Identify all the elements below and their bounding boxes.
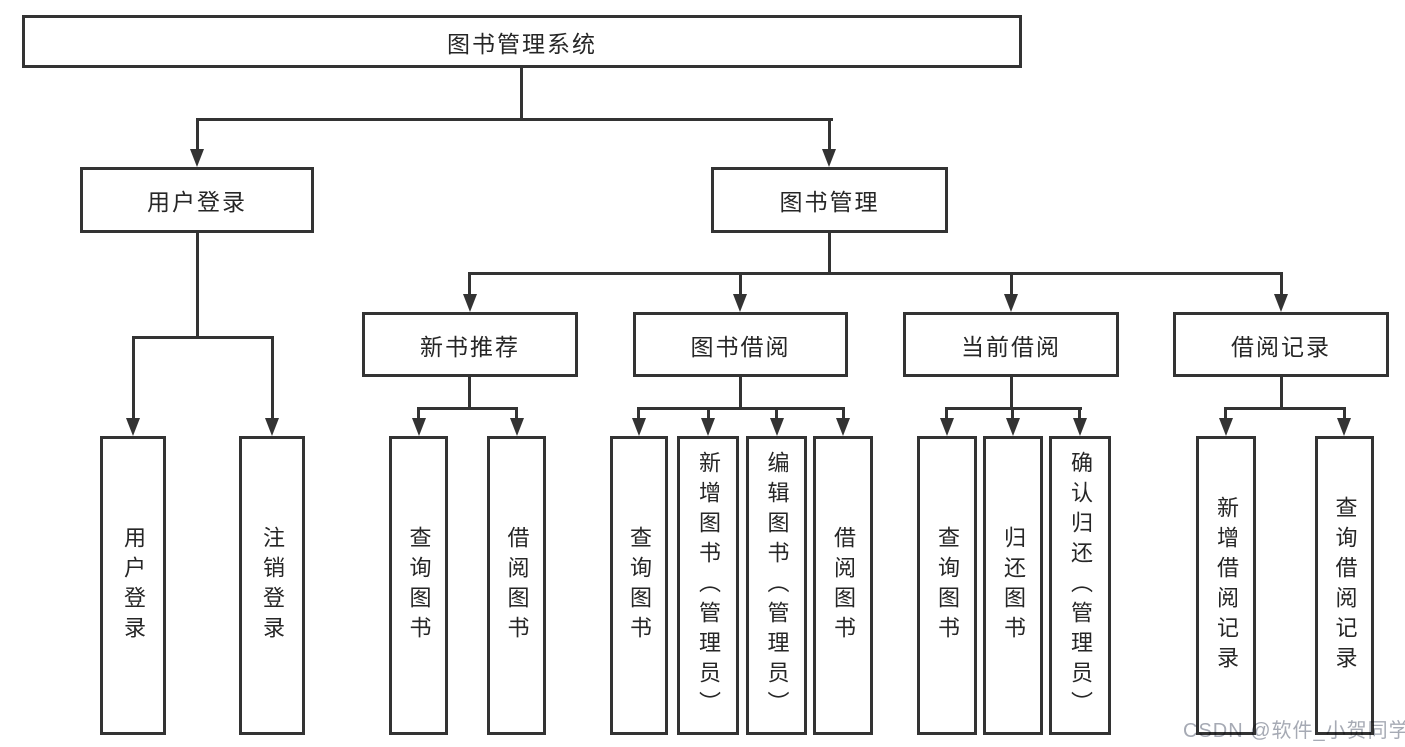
node-root-library-system: 图书管理系统 [22, 15, 1022, 68]
arrow-down-icon [822, 149, 836, 167]
node-label: 图书管理 [779, 189, 880, 215]
leaf-query-books-borrowing: 查询图书 [610, 436, 668, 735]
hline [637, 407, 845, 410]
arrow-down-icon [510, 418, 524, 436]
vline [468, 377, 471, 407]
node-label: 用户登录 [147, 189, 247, 215]
arrow-down-icon [265, 418, 279, 436]
arrow-down-icon [126, 418, 140, 436]
leaf-query-books-recommend: 查询图书 [389, 436, 448, 735]
arrow-down-icon [412, 418, 426, 436]
vline [739, 272, 742, 296]
arrow-down-icon [1274, 294, 1288, 312]
arrow-down-icon [1006, 418, 1020, 436]
leaf-add-borrow-record: 新增借阅记录 [1196, 436, 1256, 735]
vline [739, 377, 742, 407]
arrow-down-icon [632, 418, 646, 436]
vline [1280, 272, 1283, 296]
vline [1224, 407, 1227, 420]
arrow-down-icon [733, 294, 747, 312]
vline [1011, 407, 1014, 420]
vline [707, 407, 710, 420]
leaf-user-login: 用户登录 [100, 436, 166, 735]
node-label: 新增借阅记录 [1214, 495, 1239, 676]
node-current-borrowing: 当前借阅 [903, 312, 1119, 377]
leaf-borrow-books-borrowing: 借阅图书 [813, 436, 873, 735]
leaf-edit-books-admin: 编辑图书（管理员） [746, 436, 807, 735]
node-label: 查询图书 [935, 525, 960, 646]
hline [132, 336, 274, 339]
hline [468, 272, 1282, 275]
node-label: 归还图书 [1001, 525, 1026, 646]
vline [196, 233, 199, 338]
node-label: 注销登录 [260, 525, 285, 646]
csdn-watermark: CSDN @软件_小贺同学 [1183, 720, 1405, 742]
node-new-book-recommend: 新书推荐 [362, 312, 578, 377]
node-label: 借阅图书 [504, 525, 530, 646]
hline [196, 118, 833, 121]
arrow-down-icon [463, 294, 477, 312]
vline [1280, 377, 1283, 407]
arrow-down-icon [190, 149, 204, 167]
leaf-confirm-return-admin: 确认归还（管理员） [1049, 436, 1111, 735]
leaf-query-borrow-record: 查询借阅记录 [1315, 436, 1374, 735]
node-label: 新增图书（管理员） [696, 450, 721, 721]
leaf-borrow-books-recommend: 借阅图书 [487, 436, 546, 735]
node-borrowing-records: 借阅记录 [1173, 312, 1389, 377]
leaf-query-books-current: 查询图书 [917, 436, 977, 735]
vline [196, 118, 199, 150]
arrow-down-icon [1219, 418, 1233, 436]
vline [775, 407, 778, 420]
vline [417, 407, 420, 420]
node-label: 确认归还（管理员） [1068, 450, 1093, 721]
vline [1010, 272, 1013, 296]
node-book-borrowing: 图书借阅 [633, 312, 848, 377]
node-label: 图书管理系统 [447, 30, 597, 57]
node-book-management: 图书管理 [711, 167, 948, 233]
node-label: 当前借阅 [961, 333, 1061, 360]
vline [1010, 377, 1013, 407]
vline [828, 233, 831, 274]
vline [1343, 407, 1346, 420]
leaf-add-books-admin: 新增图书（管理员） [677, 436, 739, 735]
leaf-return-books: 归还图书 [983, 436, 1043, 735]
hline [1224, 407, 1346, 410]
arrow-down-icon [1004, 294, 1018, 312]
leaf-logout: 注销登录 [239, 436, 305, 735]
vline [515, 407, 518, 420]
vline [468, 272, 471, 296]
hline [417, 407, 518, 410]
vline [132, 336, 135, 420]
vline [271, 336, 274, 420]
vline [637, 407, 640, 420]
node-label: 查询图书 [406, 525, 432, 646]
vline [1078, 407, 1081, 420]
node-label: 查询图书 [627, 525, 652, 646]
vline [828, 118, 831, 150]
arrow-down-icon [940, 418, 954, 436]
node-label: 查询借阅记录 [1332, 495, 1358, 676]
arrow-down-icon [836, 418, 850, 436]
node-label: 图书借阅 [690, 333, 791, 360]
node-label: 用户登录 [121, 525, 146, 646]
vline [842, 407, 845, 420]
node-label: 借阅图书 [831, 525, 856, 646]
arrow-down-icon [770, 418, 784, 436]
vline [520, 68, 523, 118]
node-label: 编辑图书（管理员） [764, 450, 790, 721]
arrow-down-icon [1073, 418, 1087, 436]
arrow-down-icon [701, 418, 715, 436]
vline [945, 407, 948, 420]
arrow-down-icon [1337, 418, 1351, 436]
node-label: 新书推荐 [420, 333, 520, 360]
node-user-login: 用户登录 [80, 167, 314, 233]
node-label: 借阅记录 [1231, 333, 1331, 360]
